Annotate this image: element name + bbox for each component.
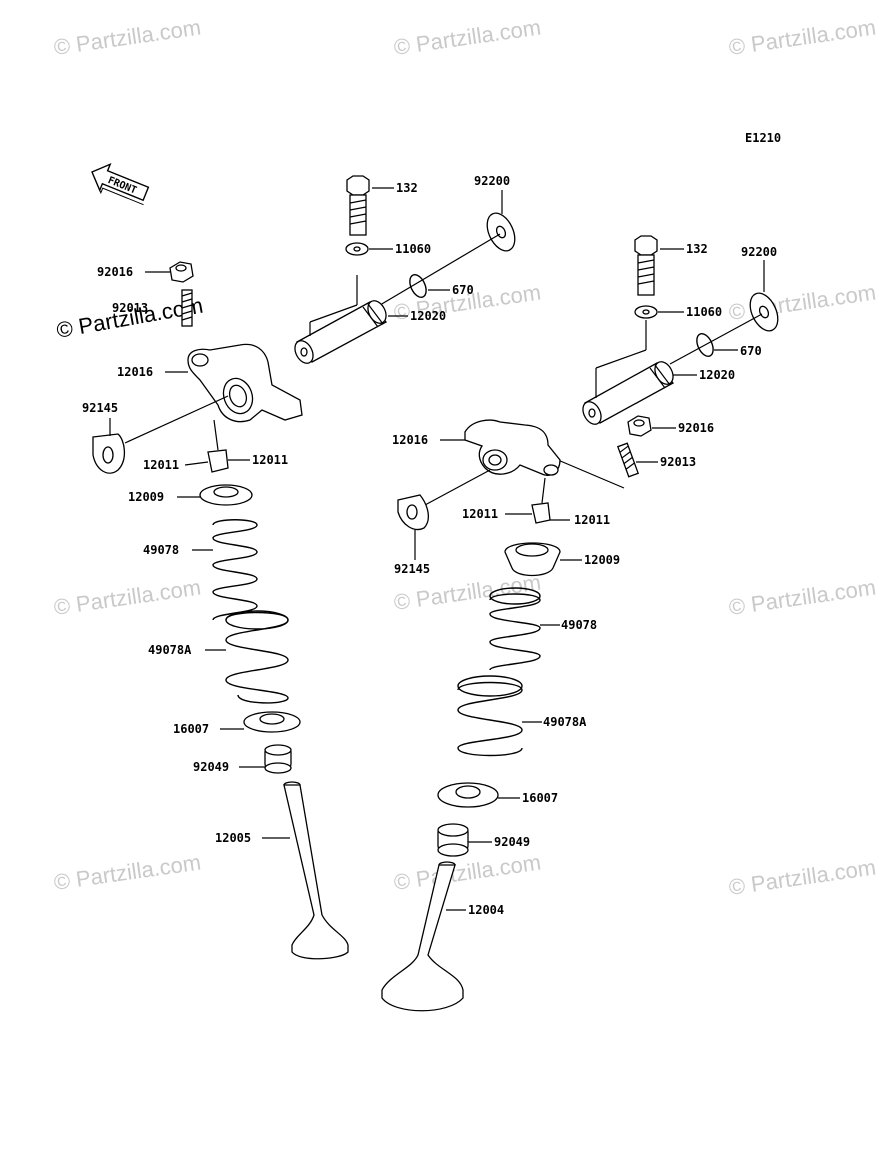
label-92013: 92013 (660, 455, 696, 469)
label-92145: 92145 (82, 401, 118, 415)
label-12009: 12009 (128, 490, 164, 504)
label-12004: 12004 (468, 903, 504, 917)
retainer-12009-icon (199, 484, 253, 506)
watermark: © Partzilla.com (392, 570, 542, 615)
watermark: © Partzilla.com (392, 15, 542, 60)
label-132: 132 (686, 242, 708, 256)
valve-12005-icon (283, 781, 349, 960)
front-arrow-icon: FRONT (91, 162, 150, 206)
watermark: © Partzilla.com (727, 575, 877, 620)
watermark: © Partzilla.com (52, 15, 202, 60)
oring-670-icon (409, 274, 427, 298)
label-16007: 16007 (173, 722, 209, 736)
label-11060: 11060 (686, 305, 722, 319)
part-labels: 132 92200 11060 670 12020 92016 92013 12… (82, 174, 777, 917)
label-12005: 12005 (215, 831, 251, 845)
seal-92049-icon (437, 823, 469, 857)
label-12016: 12016 (117, 365, 153, 379)
label-92200: 92200 (741, 245, 777, 259)
label-49078A: 49078A (543, 715, 587, 729)
label-12011: 12011 (462, 507, 498, 521)
label-12020: 12020 (410, 309, 446, 323)
label-92016: 92016 (97, 265, 133, 279)
label-49078: 49078 (143, 543, 179, 557)
seat-16007-icon (243, 711, 301, 733)
label-92145: 92145 (394, 562, 430, 576)
rocker-arm-12016-icon (464, 419, 561, 476)
watermark: © Partzilla.com (52, 850, 202, 895)
watermark: © Partzilla.com (727, 855, 877, 900)
rocker-arm-12016-icon (187, 343, 303, 423)
watermark: © Partzilla.com (727, 15, 877, 60)
bolt-132-icon (634, 235, 658, 296)
cotter-12011-icon (207, 449, 229, 473)
screw-92013-icon (616, 442, 640, 478)
label-12016: 12016 (392, 433, 428, 447)
label-12011: 12011 (252, 453, 288, 467)
spring-49078A-icon (225, 610, 289, 704)
spring-49078-icon (212, 519, 258, 621)
retainer-12009-icon (504, 542, 561, 577)
screw-92013-icon (181, 289, 193, 327)
cotter-12011-icon (531, 502, 551, 524)
spring-49078-icon (489, 587, 541, 671)
label-92049: 92049 (193, 760, 229, 774)
label-92200: 92200 (474, 174, 510, 188)
diagram-code: E1210 (745, 131, 781, 145)
label-16007: 16007 (522, 791, 558, 805)
label-132: 132 (396, 181, 418, 195)
left-valve-assembly (92, 175, 516, 960)
watermark: © Partzilla.com (52, 575, 202, 620)
label-92016: 92016 (678, 421, 714, 435)
label-92049: 92049 (494, 835, 530, 849)
label-12009: 12009 (584, 553, 620, 567)
spring-49078A-icon (457, 675, 523, 757)
label-670: 670 (452, 283, 474, 297)
rocker-shaft-12020-icon (294, 300, 387, 364)
valve-12004-icon (381, 861, 464, 1012)
label-12011: 12011 (143, 458, 179, 472)
rocker-shaft-12020-icon (582, 361, 674, 425)
label-49078A: 49078A (148, 643, 192, 657)
label-11060: 11060 (395, 242, 431, 256)
watermark: © Partzilla.com (392, 850, 542, 895)
label-12020: 12020 (699, 368, 735, 382)
seat-16007-icon (437, 782, 499, 808)
label-670: 670 (740, 344, 762, 358)
label-49078: 49078 (561, 618, 597, 632)
bolt-132-icon (346, 175, 370, 236)
label-92013: 92013 (112, 301, 148, 315)
seal-92049-icon (264, 744, 292, 774)
right-valve-assembly (381, 235, 779, 1012)
label-12011: 12011 (574, 513, 610, 527)
